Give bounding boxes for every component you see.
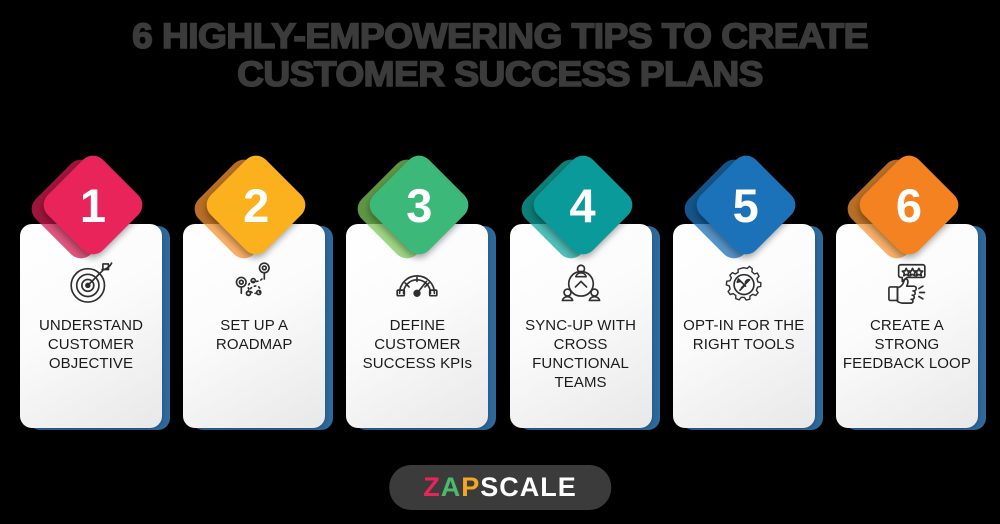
step-number: 5 <box>732 178 759 232</box>
step-badge: 4 <box>515 148 642 266</box>
card-body[interactable]: SET UP A ROADMAP <box>183 224 326 428</box>
step-number: 3 <box>406 178 433 232</box>
card-label: OPT-IN FOR THE RIGHT TOOLS <box>683 317 805 353</box>
card-label: CREATE A STRONG FEEDBACK LOOP <box>842 317 971 372</box>
step-number: 1 <box>79 178 107 232</box>
card-body[interactable]: OPT-IN FOR THE RIGHT TOOLS <box>672 224 815 428</box>
roadmap-icon <box>225 258 283 308</box>
tips-card-row: UNDERSTAND CUSTOMER OBJECTIVE 1 SET UP A … <box>18 148 986 438</box>
target-icon <box>62 258 120 308</box>
tip-card-1[interactable]: UNDERSTAND CUSTOMER OBJECTIVE 1 <box>18 148 170 438</box>
step-number: 4 <box>569 178 596 232</box>
card-body[interactable]: UNDERSTAND CUSTOMER OBJECTIVE <box>20 224 162 428</box>
speedometer-icon <box>388 258 446 308</box>
gear-tools-icon <box>715 258 773 308</box>
step-number: 6 <box>895 178 922 232</box>
step-badge: 2 <box>189 148 315 266</box>
step-badge: 6 <box>841 148 968 266</box>
logo-letter-z: Z <box>423 472 441 502</box>
thumbs-up-rating-icon <box>878 258 936 308</box>
step-number: 2 <box>243 178 270 232</box>
card-label: SET UP A ROADMAP <box>215 317 293 353</box>
logo-letter-p: P <box>461 472 481 502</box>
tip-card-2[interactable]: SET UP A ROADMAP 2 <box>181 148 334 438</box>
logo-word-scale: SCALE <box>480 472 577 502</box>
card-body[interactable]: DEFINE CUSTOMER SUCCESS KPIs <box>346 224 489 428</box>
title-line-1: 6 HIGHLY-EMPOWERING TIPS TO CREATE <box>131 17 869 57</box>
card-body[interactable]: SYNC-UP WITH CROSS FUNCTIONAL TEAMS <box>509 224 652 428</box>
card-label: DEFINE CUSTOMER SUCCESS KPIs <box>362 317 473 372</box>
card-body[interactable]: CREATE A STRONG FEEDBACK LOOP <box>835 224 978 428</box>
page-title: 6 HIGHLY-EMPOWERING TIPS TO CREATE CUSTO… <box>0 17 1000 95</box>
title-line-2: CUSTOMER SUCCESS PLANS <box>236 55 764 95</box>
card-label: SYNC-UP WITH CROSS FUNCTIONAL TEAMS <box>525 317 637 391</box>
logo-letter-a: A <box>440 472 462 502</box>
step-badge: 3 <box>352 148 478 266</box>
tip-card-6[interactable]: CREATE A STRONG FEEDBACK LOOP 6 <box>834 148 986 438</box>
tip-card-3[interactable]: DEFINE CUSTOMER SUCCESS KPIs 3 <box>344 148 497 438</box>
team-network-icon <box>552 258 610 308</box>
tip-card-4[interactable]: SYNC-UP WITH CROSS FUNCTIONAL TEAMS 4 <box>508 148 660 438</box>
step-badge: 1 <box>25 148 152 266</box>
card-label: UNDERSTAND CUSTOMER OBJECTIVE <box>38 317 144 372</box>
step-badge: 5 <box>678 148 805 266</box>
tip-card-5[interactable]: OPT-IN FOR THE RIGHT TOOLS 5 <box>671 148 823 438</box>
